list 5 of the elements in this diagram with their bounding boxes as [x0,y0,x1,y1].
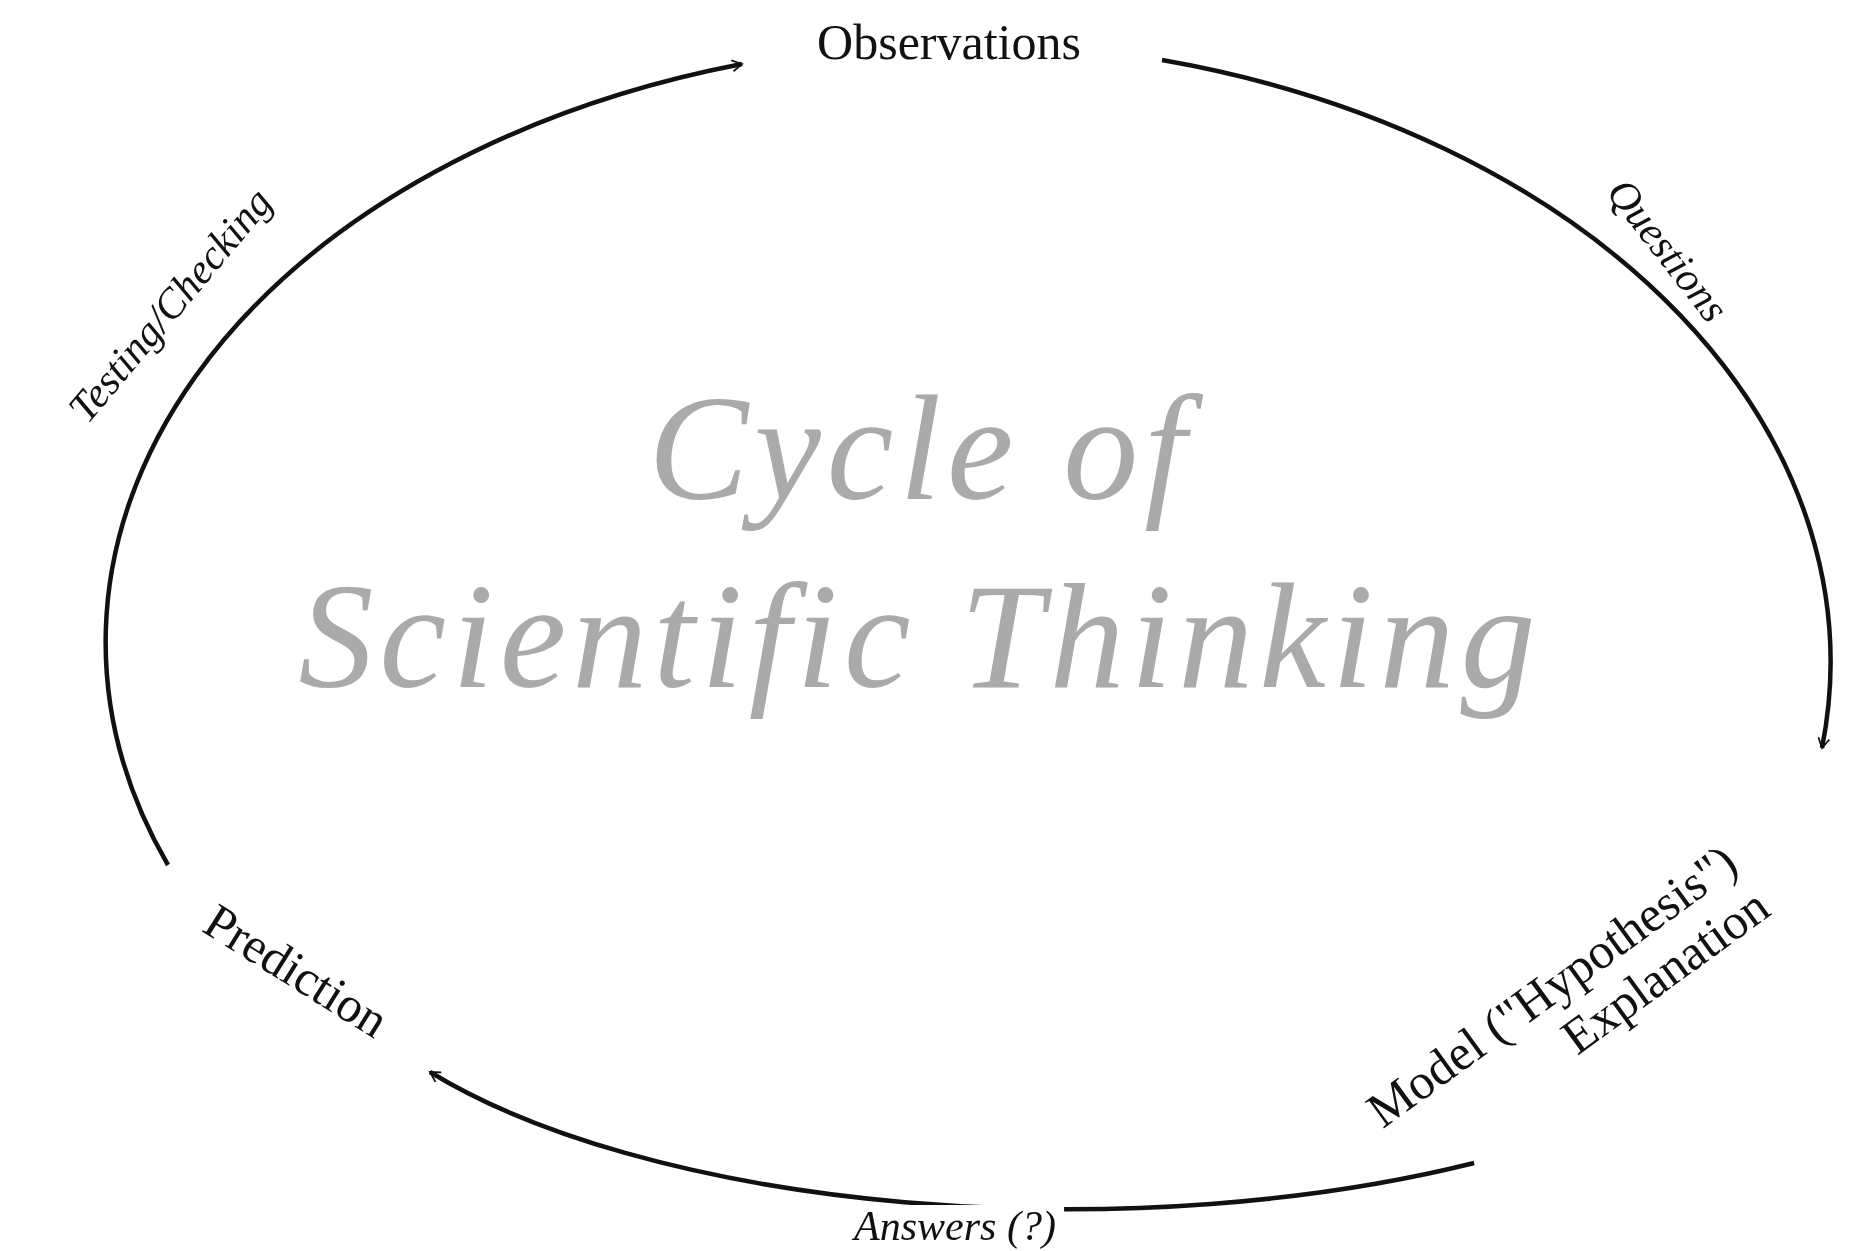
cycle-arrow [428,1070,1475,1212]
cycle-arrow [103,59,743,866]
cycle-arrow [1161,57,1833,749]
stage-label: Observations [739,15,1159,70]
diagram-title: Cycle of Scientific Thinking [297,364,1543,721]
